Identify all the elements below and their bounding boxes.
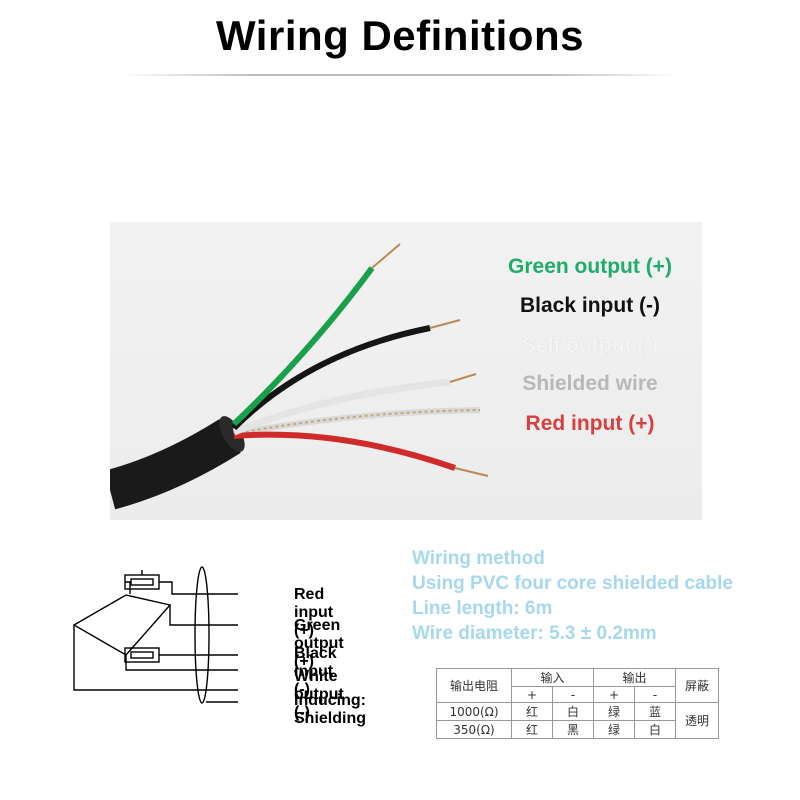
table-cell: 红 <box>511 702 553 721</box>
label-green-output: Green output (+) <box>508 255 672 278</box>
black-wire <box>231 325 431 431</box>
schematic-label-green: Green output (+) <box>294 617 344 670</box>
table-row: 1000(Ω) 红 白 绿 蓝 透明 <box>436 702 719 739</box>
table-header-resistance: 输出电阻 <box>436 668 512 703</box>
schematic-label-shielding: Inducing: Shielding <box>294 692 366 727</box>
label-self-output: Self output (-) <box>521 334 659 357</box>
green-wire-tip <box>371 243 401 269</box>
method-diameter: Wire diameter: 5.3 ± 0.2mm <box>412 623 657 644</box>
table-cell: 白 <box>634 720 676 739</box>
table-header-shield: 屏蔽 <box>675 668 719 703</box>
title-divider <box>120 74 680 76</box>
wiring-method-block: Wiring method Using PVC four core shield… <box>412 546 733 646</box>
red-wire-tip <box>454 467 489 477</box>
method-cable: Using PVC four core shielded cable <box>412 573 733 594</box>
table-cell: 蓝 <box>634 702 676 721</box>
red-wire <box>233 431 456 471</box>
table-header-output: 输出 <box>593 668 676 687</box>
table-cell: 绿 <box>593 720 635 739</box>
label-shielded-wire: Shielded wire <box>522 372 658 395</box>
method-length: Line length: 6m <box>412 598 553 619</box>
table-cell-resistance: 1000(Ω) <box>436 702 512 721</box>
label-black-input: Black input (-) <box>520 294 660 317</box>
label-red-input: Red input (+) <box>525 412 655 435</box>
table-row: 350(Ω) 红 黑 绿 白 <box>436 720 719 739</box>
table-header-input: 输入 <box>511 668 594 687</box>
shield-strands <box>233 409 481 435</box>
table-cell-shield-value: 透明 <box>675 702 719 739</box>
table-cell-resistance: 350(Ω) <box>436 720 512 739</box>
cable-jacket <box>110 419 241 510</box>
table-cell: 黑 <box>552 720 594 739</box>
table-subheader-minus: - <box>634 686 676 703</box>
method-heading: Wiring method <box>412 548 545 569</box>
white-wire <box>232 378 451 436</box>
table-subheader-plus: + <box>593 686 635 703</box>
black-wire-tip <box>429 319 461 329</box>
page-title: Wiring Definitions <box>216 12 584 59</box>
table-cell: 红 <box>511 720 553 739</box>
wire-color-table: 输出电阻 输入 输出 屏蔽 + - + - 1000(Ω) 红 白 绿 蓝 透明… <box>436 668 719 739</box>
table-cell: 绿 <box>593 702 635 721</box>
cable-end <box>219 416 245 452</box>
cable-illustration <box>110 243 489 510</box>
table-subheader-plus: + <box>511 686 553 703</box>
cable-photo <box>110 222 702 520</box>
white-wire-tip <box>449 373 477 383</box>
table-cell: 白 <box>552 702 594 721</box>
table-subheader-minus: - <box>552 686 594 703</box>
schematic-label-white: White output (-) <box>294 668 344 721</box>
schematic-label-black: Black input (-) <box>294 645 337 698</box>
bridge-circuit <box>72 566 238 704</box>
green-wire <box>231 266 375 427</box>
schematic-label-red: Red input (+) <box>294 586 334 639</box>
